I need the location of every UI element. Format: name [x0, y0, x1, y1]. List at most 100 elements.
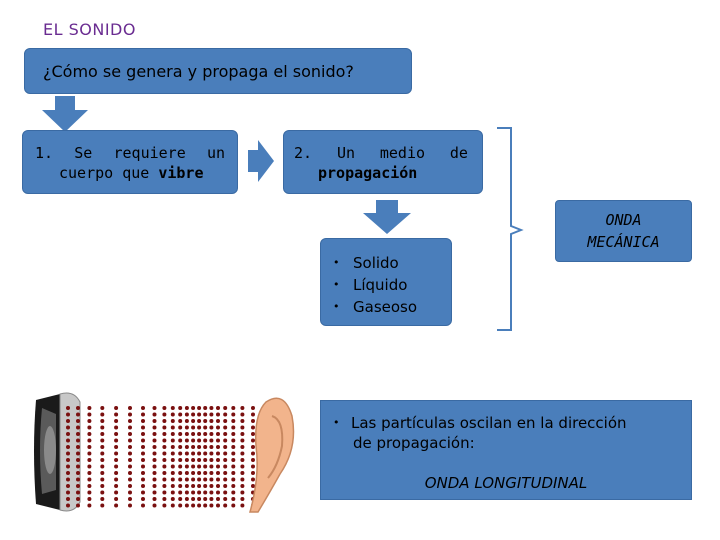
particle — [87, 477, 92, 482]
particle — [184, 464, 189, 469]
particle — [191, 484, 196, 488]
particle — [141, 490, 145, 495]
arrow-down-icon — [363, 200, 411, 234]
particle — [231, 425, 236, 430]
particle — [209, 464, 214, 469]
particle — [251, 412, 255, 417]
particle — [203, 419, 208, 423]
particle — [223, 477, 228, 482]
particle — [184, 419, 189, 423]
particle — [209, 445, 214, 449]
particle — [128, 458, 132, 462]
onda-line2: MECÁNICA — [587, 233, 660, 251]
particle — [170, 451, 175, 456]
ear-icon — [249, 397, 295, 513]
particle — [191, 471, 196, 475]
particle — [128, 406, 132, 410]
particle — [66, 471, 70, 475]
particle — [251, 451, 255, 456]
particle — [162, 490, 167, 495]
particle — [100, 419, 105, 423]
media-list-box: •Solido •Líquido •Gaseoso — [320, 238, 452, 326]
particle — [240, 490, 245, 495]
particle — [66, 432, 70, 436]
particle — [197, 438, 202, 443]
particle — [240, 464, 245, 469]
particle — [66, 458, 70, 462]
particle — [203, 471, 208, 475]
particle — [76, 458, 80, 462]
particle — [240, 471, 245, 475]
particle — [170, 503, 175, 508]
question-text: ¿Cómo se genera y propaga el sonido? — [43, 61, 354, 81]
particle — [203, 445, 208, 449]
particle — [240, 425, 245, 430]
particle — [87, 432, 92, 436]
particle — [162, 432, 167, 436]
particle — [209, 432, 214, 436]
particle — [216, 412, 220, 417]
particle — [178, 445, 183, 449]
particle — [66, 497, 70, 501]
particle — [191, 425, 196, 430]
box2-word: medio — [379, 144, 426, 162]
box1-number: 1. — [35, 144, 54, 162]
particle — [170, 438, 175, 443]
particle — [114, 432, 119, 436]
page-title: EL SONIDO — [43, 20, 136, 39]
particle — [203, 412, 208, 417]
particle — [240, 419, 245, 423]
particle — [184, 484, 189, 488]
particle — [170, 477, 175, 482]
particle — [100, 484, 105, 488]
particle — [141, 471, 145, 475]
box2-number: 2. — [294, 144, 313, 162]
particle — [231, 464, 236, 469]
particle — [141, 412, 145, 417]
particle — [223, 484, 228, 488]
particle — [191, 419, 196, 423]
particle — [87, 425, 92, 430]
particle — [178, 419, 183, 423]
list-item: •Gaseoso — [333, 298, 418, 316]
requirement-box-1: 1. Se requiere un cuerpo que vibre — [22, 130, 238, 194]
particle — [114, 484, 119, 488]
particle — [152, 471, 157, 475]
particle — [203, 484, 208, 488]
particle — [251, 471, 255, 475]
particle — [66, 406, 70, 410]
box4-line2: de propagación: — [353, 434, 475, 452]
particle — [87, 406, 92, 410]
particle — [216, 419, 220, 423]
particle — [128, 445, 132, 449]
particle — [162, 406, 167, 410]
particle — [184, 497, 189, 501]
particle — [191, 432, 196, 436]
particle — [162, 477, 167, 482]
particle — [240, 451, 245, 456]
particle — [152, 464, 157, 469]
particle — [231, 477, 236, 482]
particle — [162, 497, 167, 501]
particle — [152, 451, 157, 456]
particle — [87, 412, 92, 417]
particle — [170, 445, 175, 449]
particle — [203, 490, 208, 495]
particle — [100, 458, 105, 462]
onda-mecanica-box: ONDA MECÁNICA — [555, 200, 692, 262]
particle — [209, 484, 214, 488]
particle — [100, 490, 105, 495]
particle — [162, 445, 167, 449]
particle — [209, 406, 214, 410]
particle — [87, 445, 92, 449]
particle — [231, 419, 236, 423]
particle — [203, 477, 208, 482]
particle — [240, 484, 245, 488]
particle — [197, 490, 202, 495]
box1-line2: cuerpo que — [59, 164, 159, 182]
particle — [152, 412, 157, 417]
particle — [76, 438, 80, 443]
particle — [128, 425, 132, 430]
particle — [66, 438, 70, 443]
particle — [197, 477, 202, 482]
